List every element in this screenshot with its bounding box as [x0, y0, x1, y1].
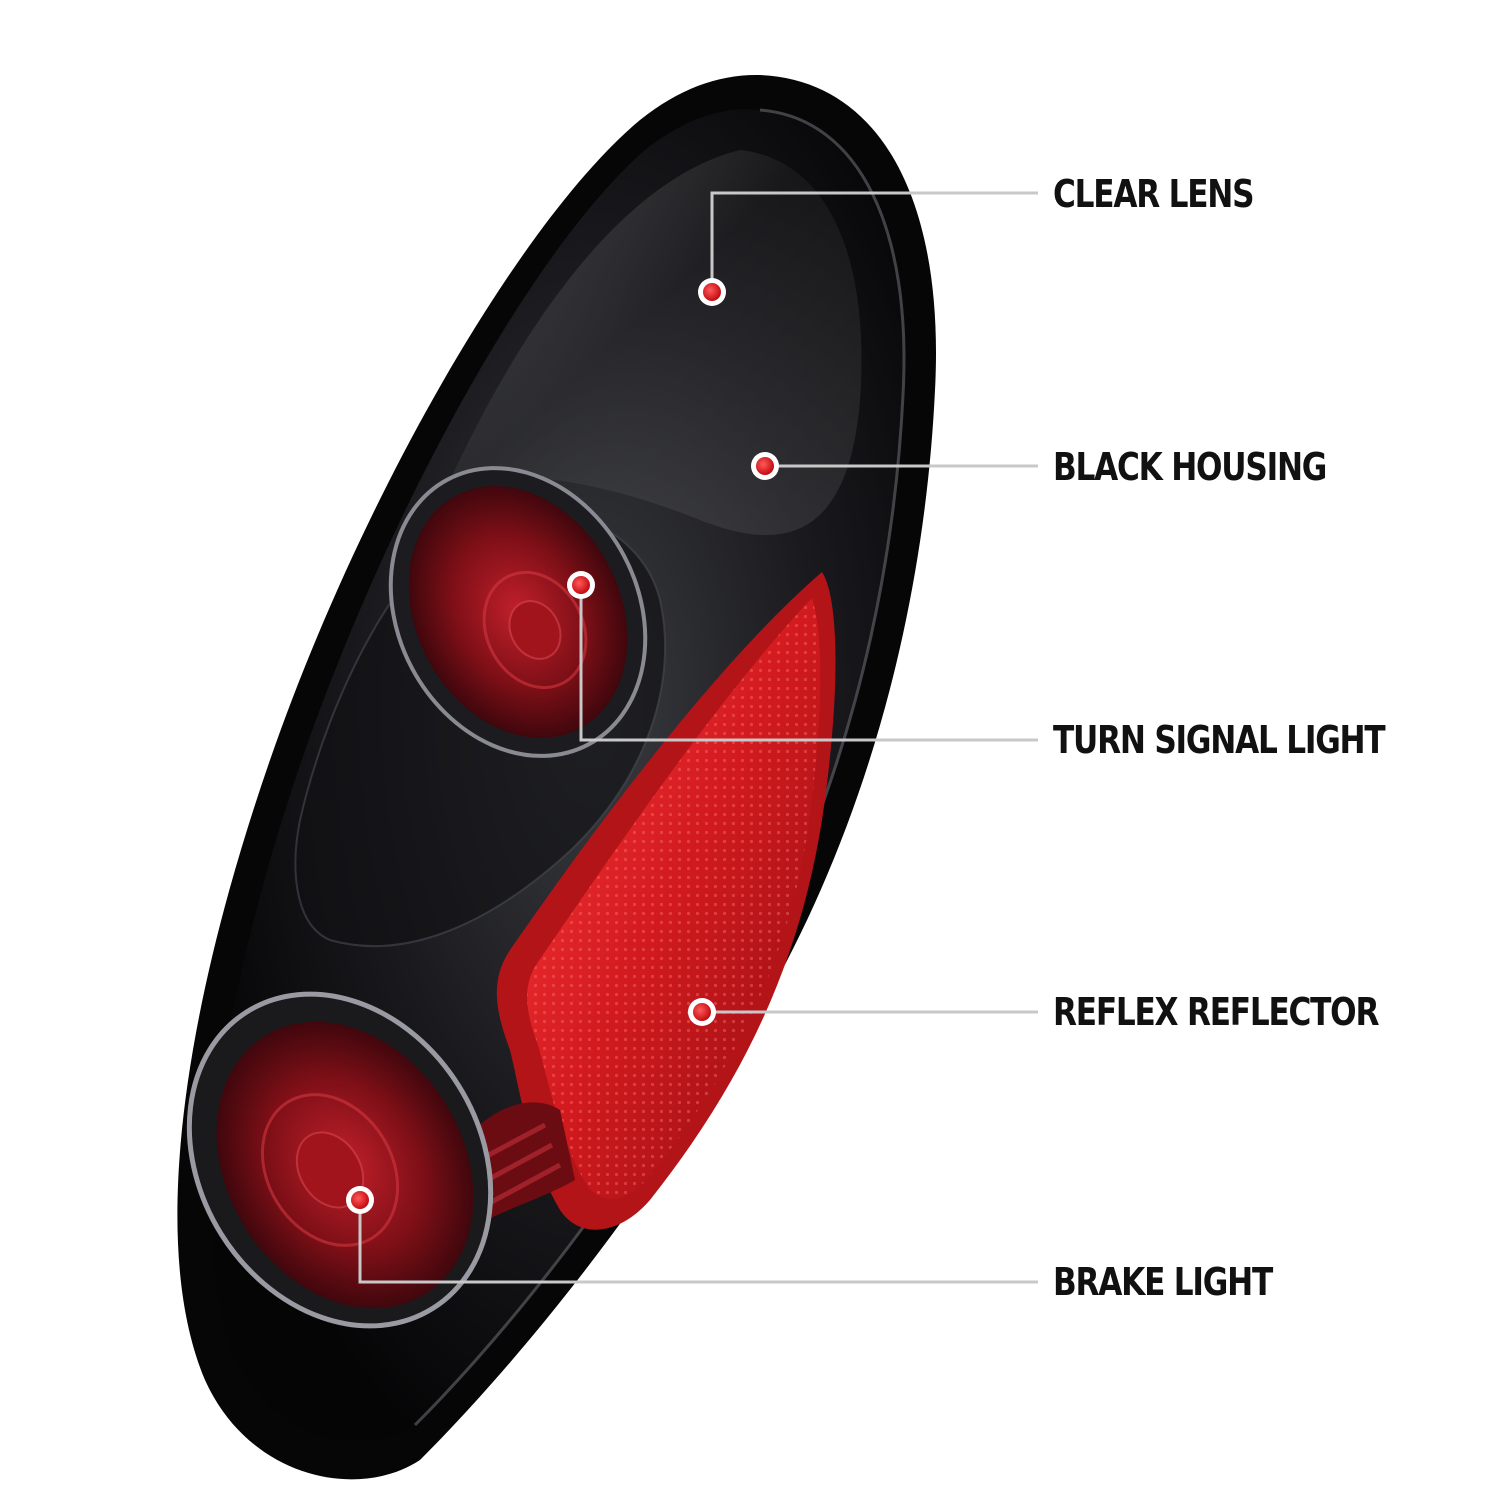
- marker-clear-lens: [698, 278, 726, 306]
- leader-lines: [358, 191, 1038, 1284]
- leader-line-brake-light: [358, 1200, 1038, 1284]
- housing-chrome-edge: [413, 108, 906, 1427]
- label-reflex-reflector: REFLEX REFLECTOR: [1053, 990, 1379, 1034]
- marker-brake-light: [346, 1186, 374, 1214]
- clear-lens-sheen: [450, 150, 862, 535]
- label-black-housing: BLACK HOUSING: [1053, 445, 1327, 489]
- reflex-reflector: [496, 572, 836, 1230]
- marker-reflex-reflector: [688, 998, 716, 1026]
- marker-turn-signal: [567, 571, 595, 599]
- markers: [346, 278, 779, 1214]
- label-clear-lens: CLEAR LENS: [1053, 172, 1255, 216]
- reflector-texture: [527, 598, 821, 1199]
- label-brake-light: BRAKE LIGHT: [1053, 1260, 1273, 1304]
- leader-line-turn-signal: [579, 585, 1038, 742]
- leader-line-clear-lens: [710, 191, 1038, 292]
- marker-black-housing: [751, 452, 779, 480]
- brake-lamp: [186, 991, 494, 1329]
- label-turn-signal-light: TURN SIGNAL LIGHT: [1053, 718, 1386, 762]
